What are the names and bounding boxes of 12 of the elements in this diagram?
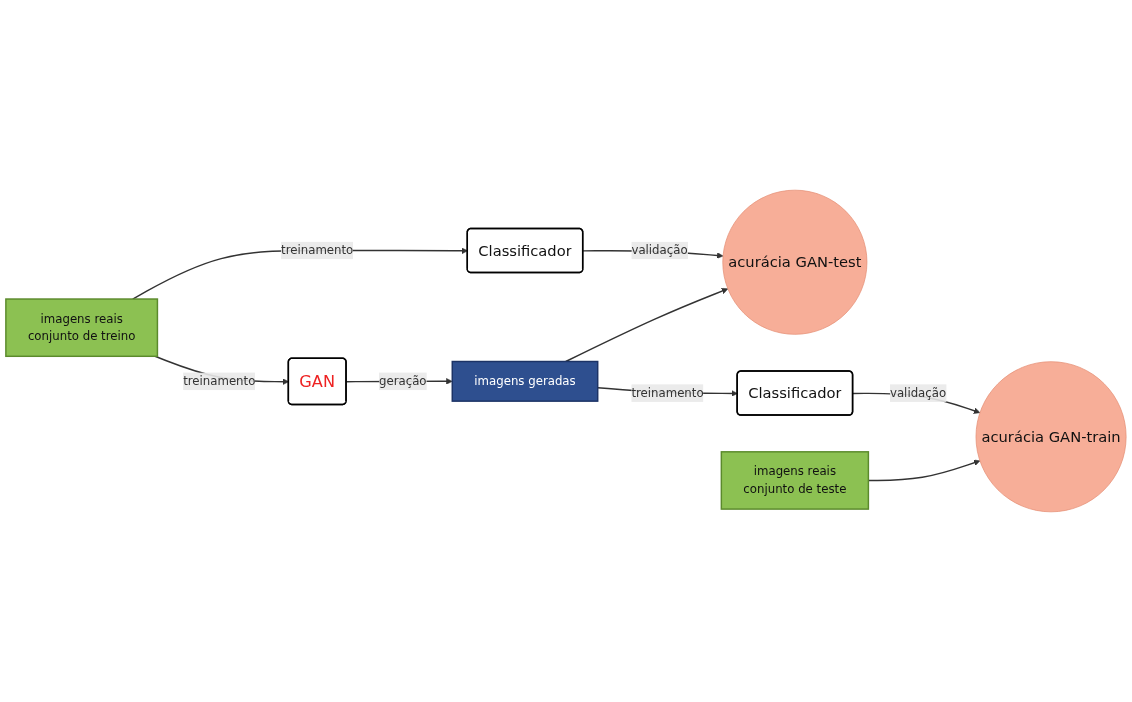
edge-label: validação xyxy=(889,385,947,400)
node-box: imagens reais conjunto de treino xyxy=(5,298,159,358)
edge-label: geração xyxy=(379,373,427,388)
node-box: imagens geradas xyxy=(451,360,599,402)
edge-label: treinamento xyxy=(183,373,256,388)
node-box: imagens reais conjunto de teste xyxy=(720,451,870,510)
node-circle: acurácia GAN-train xyxy=(975,361,1127,513)
edge-label: treinamento xyxy=(631,385,704,400)
edge-label: validação xyxy=(631,243,688,258)
node-circle: acurácia GAN-test xyxy=(722,189,868,335)
edge-label: treinamento xyxy=(281,243,354,258)
arrow xyxy=(565,287,729,363)
